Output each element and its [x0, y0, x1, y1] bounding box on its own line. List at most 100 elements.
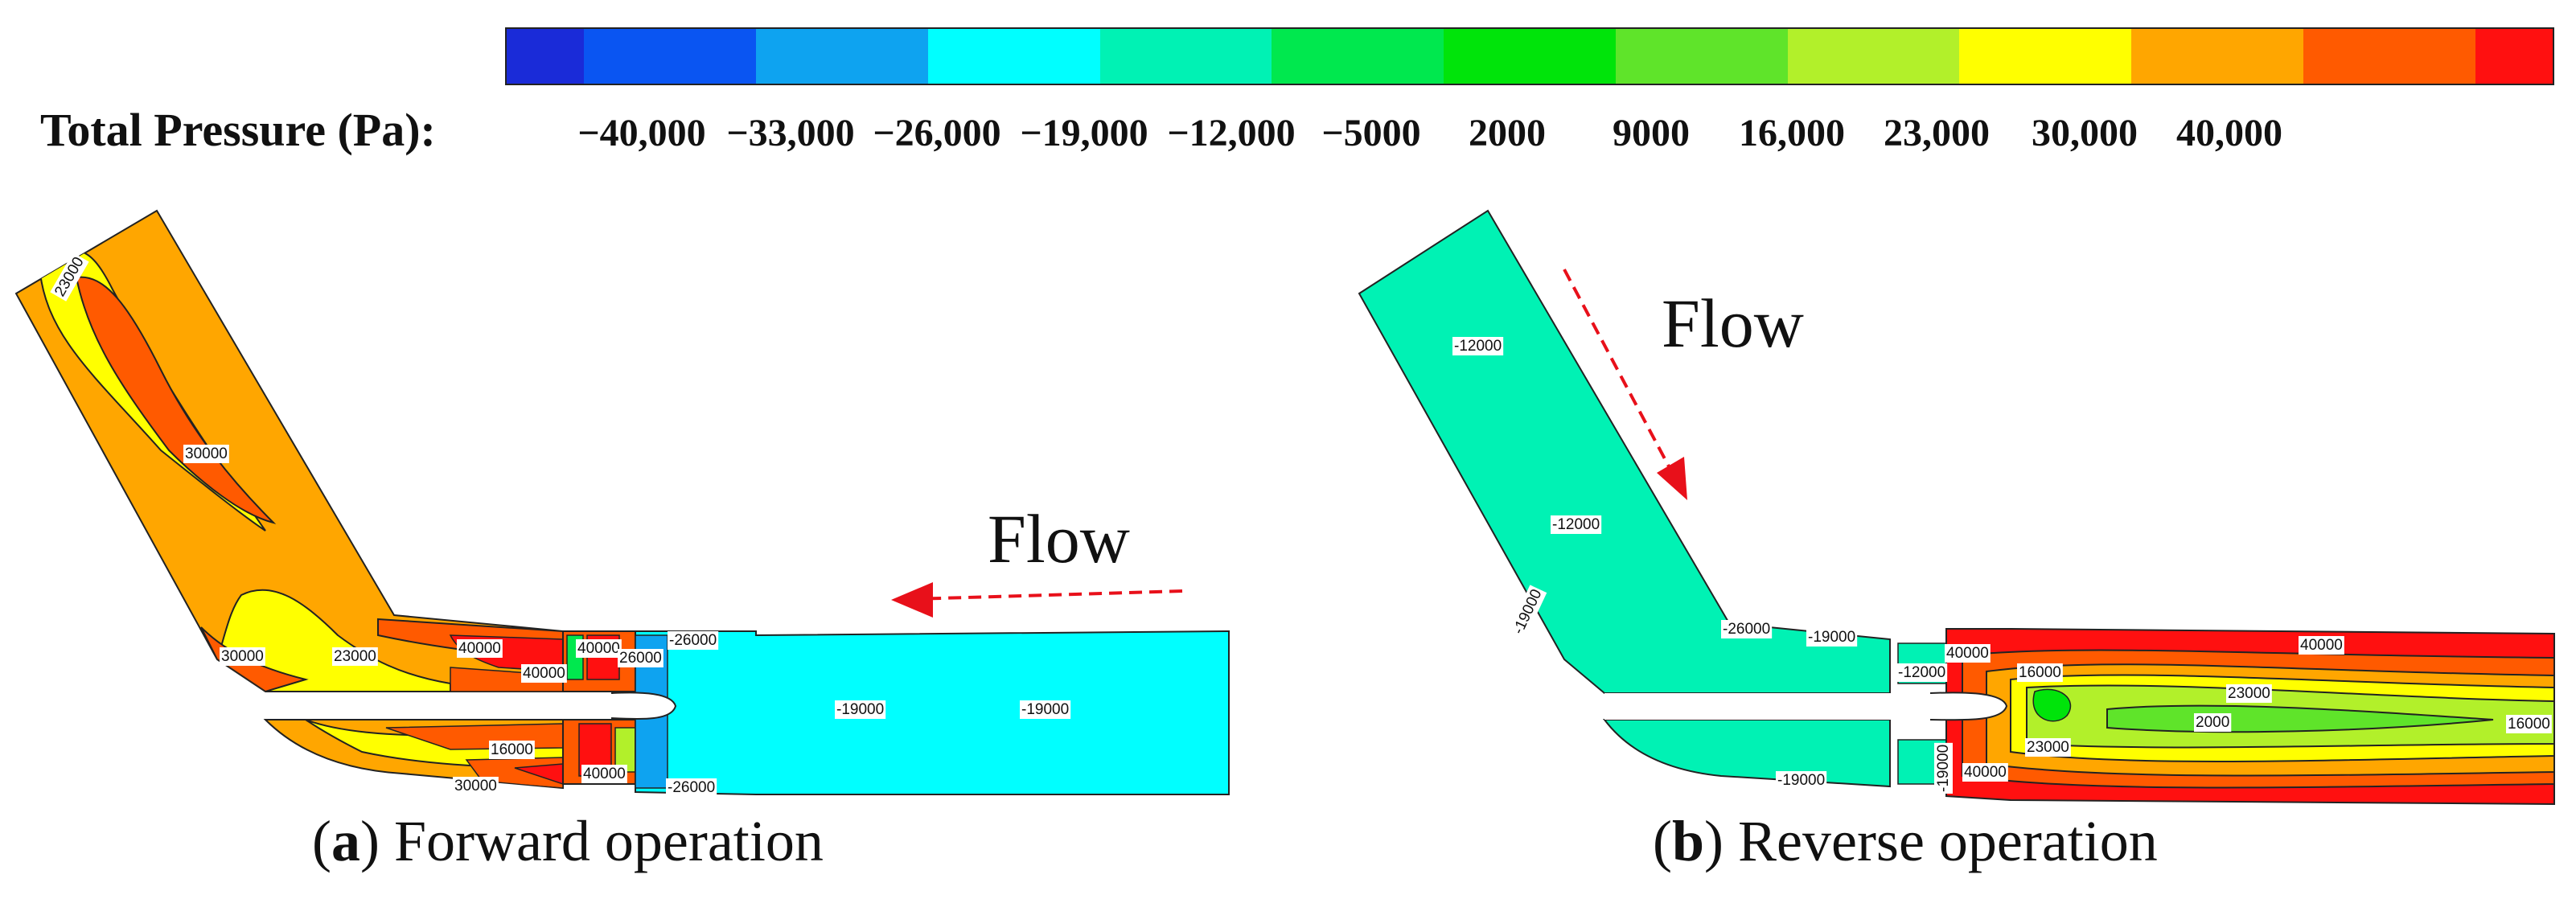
panel-b-caption-letter: b — [1671, 809, 1705, 873]
contour-label-background — [835, 700, 886, 719]
contour-label-background — [618, 649, 664, 667]
legend-tick-label: 2000 — [1469, 112, 1546, 154]
panel-a-label: 40000 — [458, 640, 501, 657]
contour-label-background — [666, 778, 717, 797]
contour-label-background — [489, 741, 535, 759]
colorbar-segment — [1099, 29, 1272, 84]
legend-title: Total Pressure (Pa): — [40, 104, 436, 156]
panel-b-contours — [1358, 209, 2555, 806]
contour-label-background — [1508, 585, 1547, 639]
panel-a-caption-letter: a — [331, 809, 360, 873]
contour-label-background — [2194, 713, 2232, 732]
panel-a-label: 30000 — [221, 648, 264, 665]
panel-b-flow-arrow — [1563, 269, 1687, 500]
contour-label-background — [2506, 715, 2552, 733]
panel-a-label: -19000 — [1021, 701, 1069, 718]
panel-b-flow-label: Flow — [1662, 285, 1804, 362]
contour-label-background — [220, 647, 265, 666]
contour-label-background — [668, 631, 719, 650]
colorbar-segment — [1615, 29, 1788, 84]
panel-a-contour-labels: 23000 30000 30000 23000 40000 40000 4000… — [50, 252, 1071, 797]
colorbar-segment — [2303, 29, 2475, 84]
panel-b-label: -26000 — [1723, 621, 1770, 638]
colorbar-segment — [1272, 29, 1444, 84]
panel-b-lower-elbow-region — [1602, 719, 1891, 788]
contour-label-background — [457, 639, 503, 658]
contour-label-background — [1806, 628, 1858, 647]
colorbar-segment — [1959, 29, 2132, 84]
contour-label-background — [2226, 684, 2272, 703]
panel-b-label: -12000 — [1898, 664, 1945, 681]
panel-b-elbow-region — [1358, 209, 1891, 694]
contour-label-background — [1945, 644, 1991, 663]
panel-a-label: 23000 — [334, 648, 376, 665]
colorbar-segment — [927, 29, 1100, 84]
colorbar-segment — [1444, 29, 1616, 84]
contour-label-background — [1962, 763, 2008, 782]
legend-tick-label: 9000 — [1613, 112, 1690, 154]
panel-a-label: -26000 — [668, 779, 715, 796]
contour-label-background — [183, 445, 229, 463]
contour-label-background — [1776, 771, 1827, 790]
panel-a-label: 30000 — [185, 445, 228, 462]
colorbar-segment — [755, 29, 928, 84]
contour-label-background — [576, 639, 622, 658]
contour-label-background — [1020, 700, 1071, 719]
panel-a-label: 40000 — [523, 665, 565, 682]
legend-tick-label: −5000 — [1321, 112, 1421, 154]
contour-label-background — [2025, 738, 2071, 757]
panel-a-label: 26000 — [619, 650, 662, 667]
contour-label-background — [453, 777, 499, 795]
panel-a-straight-pipe — [635, 630, 1230, 795]
panel-a-center-body — [265, 692, 676, 719]
panel-b-label: -12000 — [1552, 516, 1600, 533]
panel-a-label: -19000 — [836, 701, 884, 718]
contour-label-background — [2299, 636, 2344, 655]
panel-a-flow-arrow — [891, 582, 1183, 618]
legend-tick-label: −33,000 — [726, 112, 855, 154]
panel-a-caption: (a) Forward operation — [312, 809, 824, 873]
colorbar-segment — [584, 29, 756, 84]
panel-b-label: 16000 — [2019, 664, 2061, 681]
legend-tick-label: 16,000 — [1739, 112, 1845, 154]
panel-b-label: -12000 — [1454, 338, 1502, 355]
panel-b-label: 16000 — [2508, 716, 2550, 733]
panel-b-label: -19000 — [1777, 772, 1825, 789]
panel-b-label: 23000 — [2228, 685, 2270, 702]
pressure-colorbar — [505, 27, 2554, 85]
legend-tick-label: 30,000 — [2032, 112, 2138, 154]
contour-label-background — [1896, 663, 1948, 682]
legend-tick-label: −26,000 — [873, 112, 1001, 154]
panel-b-caption-text: Reverse operation — [1738, 809, 2158, 873]
colorbar-segment — [2131, 29, 2303, 84]
legend-tick-label: 40,000 — [2176, 112, 2282, 154]
panel-b-center-body — [1604, 692, 2007, 720]
contour-label-background — [1452, 337, 1504, 355]
legend-tick-label: 23,000 — [1884, 112, 1990, 154]
legend-tick-label: −12,000 — [1167, 112, 1296, 154]
contour-label-background — [50, 252, 89, 302]
colorbar-segment — [507, 29, 585, 84]
legend-tick-label: −40,000 — [577, 112, 706, 154]
panel-b-label: 23000 — [2027, 739, 2069, 756]
panel-b-label: 40000 — [1964, 764, 2007, 781]
panel-b-label: -19000 — [1808, 629, 1855, 646]
contour-label-background — [2017, 663, 2063, 682]
panel-b-label: 2000 — [2196, 714, 2229, 731]
legend-tick-label: −19,000 — [1020, 112, 1148, 154]
panel-b-label: 40000 — [1946, 645, 1989, 662]
panel-a-label: 30000 — [454, 778, 497, 794]
panel-a-label: 16000 — [491, 741, 533, 758]
panel-a-label: 40000 — [583, 766, 626, 782]
contour-label-background — [1721, 620, 1773, 638]
contour-label-background — [1934, 742, 1953, 794]
contour-label-background — [332, 647, 378, 666]
panel-b-label: -19000 — [1935, 745, 1952, 792]
panel-a-label: 40000 — [577, 640, 620, 657]
colorbar-segment — [1787, 29, 1960, 84]
panel-b-label: 40000 — [2300, 637, 2343, 654]
contour-label-background — [581, 765, 627, 783]
colorbar-segment — [2475, 29, 2553, 84]
panel-b-caption: (b) Reverse operation — [1653, 809, 2158, 873]
